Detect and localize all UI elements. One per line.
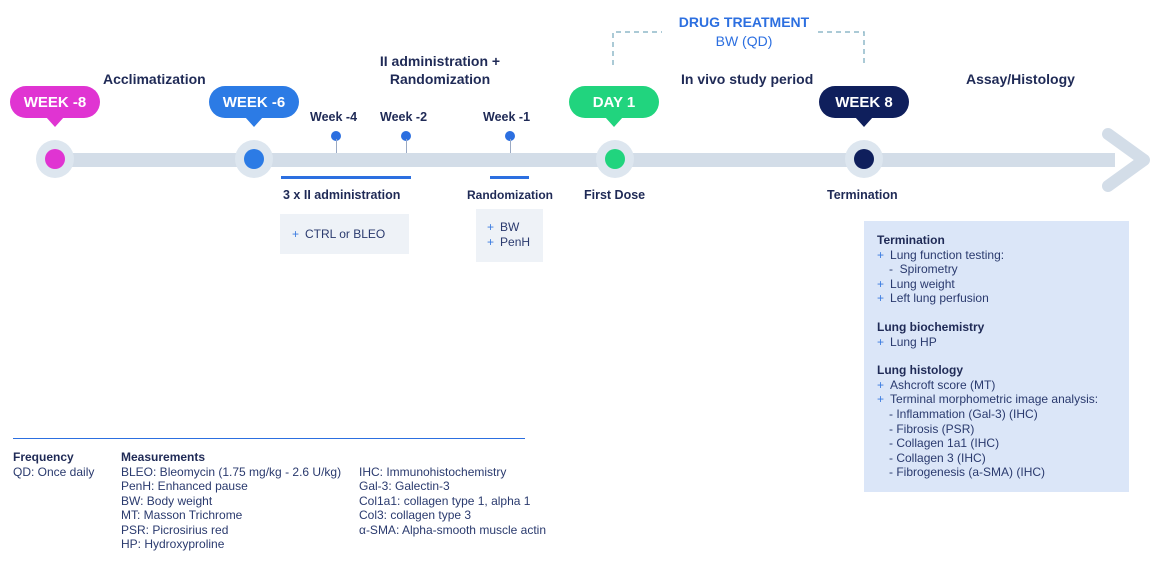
ii-admin-box: +CTRL or BLEO	[280, 214, 409, 254]
timeline-node-week-minus-8	[36, 140, 74, 178]
milestone-week-8: WEEK 8	[819, 86, 909, 127]
randomization-bar	[490, 176, 529, 179]
randomization-item-text: BW	[500, 220, 520, 234]
termination-label: Termination	[827, 188, 898, 202]
termination-item: +Lung function testing:	[877, 247, 1005, 262]
histology-subitem: - Collagen 1a1 (IHC)	[889, 436, 1000, 451]
first-dose-label: First Dose	[584, 188, 646, 202]
histology-subitem: - Fibrosis (PSR)	[889, 421, 975, 436]
phase-assay-histology: Assay/Histology	[966, 71, 1075, 87]
week-minus-2-dot	[401, 131, 411, 141]
randomization-item: +BW	[487, 220, 520, 234]
timeline-node-week-8	[845, 140, 883, 178]
termination-title: Termination	[877, 233, 945, 247]
measurement-item: HP: Hydroxyproline	[121, 537, 225, 551]
histology-item-text: Terminal morphometric image analysis:	[890, 392, 1099, 407]
week-minus-2-label: Week -2	[380, 110, 428, 124]
randomization-item-text: PenH	[500, 235, 531, 249]
milestone-day-1: DAY 1	[569, 86, 659, 127]
measurement-item: Col3: collagen type 3	[359, 508, 472, 522]
termination-item: +Lung weight	[877, 276, 955, 291]
week-minus-1-dot	[505, 131, 515, 141]
measurement-item: BLEO: Bleomycin (1.75 mg/kg - 2.6 U/kg)	[121, 464, 342, 479]
week-minus-1-label: Week -1	[483, 110, 531, 124]
week-minus-4-label: Week -4	[310, 110, 358, 124]
termination-item-text: Lung weight	[890, 276, 955, 291]
legend-frequency: Frequency QD: Once daily	[13, 450, 94, 479]
phase-ii-line2: Randomization	[389, 71, 491, 87]
biochem-title: Lung biochemistry	[877, 319, 985, 334]
ii-admin-label: 3 x II administration	[283, 188, 401, 202]
biochem-item-text: Lung HP	[890, 334, 937, 349]
ii-admin-bar	[281, 176, 411, 179]
measurement-item: BW: Body weight	[121, 493, 213, 508]
timeline-arrow	[55, 128, 1150, 192]
measurements-title: Measurements	[121, 450, 206, 464]
phase-acclimatization: Acclimatization	[103, 71, 206, 87]
measurement-item: IHC: Immunohistochemistry	[359, 464, 507, 479]
measurement-item: Gal-3: Galectin-3	[359, 479, 450, 493]
phase-in-vivo: In vivo study period	[681, 71, 814, 87]
week-minus-1-tick	[510, 139, 511, 153]
histology-subitem: - Fibrogenesis (a-SMA) (IHC)	[889, 465, 1046, 480]
measurement-item: MT: Masson Trichrome	[121, 508, 243, 522]
legend-measurements-col2: IHC: Immunohistochemistry Gal-3: Galecti…	[359, 465, 546, 538]
termination-item: +Left lung perfusion	[877, 291, 989, 306]
frequency-item: QD: Once daily	[13, 464, 95, 479]
histology-subitem-text: Collagen 3 (IHC)	[896, 450, 986, 465]
ii-admin-item: +CTRL or BLEO	[292, 227, 386, 241]
measurement-item: Col1a1: collagen type 1, alpha 1	[359, 493, 531, 508]
week-minus-4-tick	[336, 139, 337, 153]
histology-item-text: Ashcroft score (MT)	[890, 377, 996, 392]
termination-item-text: Left lung perfusion	[890, 291, 989, 306]
week-minus-4-dot	[331, 131, 341, 141]
histology-subitem: - Inflammation (Gal-3) (IHC)	[889, 406, 1038, 421]
termination-subitem-text: Spirometry	[899, 262, 958, 277]
phase-ii-administration: II administration + Randomization	[360, 52, 520, 88]
histology-subitem: - Collagen 3 (IHC)	[889, 450, 986, 465]
drug-treatment-label: DRUG TREATMENT BW (QD)	[664, 13, 824, 51]
histology-item: +Ashcroft score (MT)	[877, 377, 996, 392]
termination-panel: Termination +Lung function testing: - Sp…	[864, 221, 1129, 492]
histology-subitem-text: Fibrogenesis (a-SMA) (IHC)	[896, 465, 1046, 480]
measurement-item: α-SMA: Alpha-smooth muscle actin	[359, 522, 547, 537]
histology-subitem-text: Collagen 1a1 (IHC)	[896, 436, 1000, 451]
randomization-item: +PenH	[487, 235, 531, 249]
milestone-week-minus-6: WEEK -6	[209, 86, 299, 127]
phase-ii-line1: II administration +	[379, 53, 501, 69]
drug-treatment-title: DRUG TREATMENT	[678, 14, 810, 30]
termination-item-text: Lung function testing:	[890, 247, 1005, 262]
measurement-item: PSR: Picrosirius red	[121, 522, 229, 537]
histology-title: Lung histology	[877, 363, 963, 378]
drug-treatment-bracket	[612, 31, 865, 65]
legend-divider	[13, 438, 525, 439]
ii-admin-item-text: CTRL or BLEO	[305, 227, 386, 241]
histology-item: +Terminal morphometric image analysis:	[877, 392, 1099, 407]
randomization-label: Randomization	[467, 188, 553, 202]
legend-measurements: Measurements BLEO: Bleomycin (1.75 mg/kg…	[121, 450, 341, 552]
histology-subitem-text: Inflammation (Gal-3) (IHC)	[896, 406, 1038, 421]
frequency-title: Frequency	[13, 450, 74, 464]
biochem-item: +Lung HP	[877, 334, 937, 349]
randomization-box: +BW +PenH	[476, 209, 543, 262]
milestone-week-minus-8: WEEK -8	[10, 86, 100, 127]
drug-treatment-subtitle: BW (QD)	[715, 33, 773, 49]
measurement-item: PenH: Enhanced pause	[121, 479, 248, 493]
termination-subitem: - Spirometry	[889, 262, 958, 277]
week-minus-2-tick	[406, 139, 407, 153]
histology-subitem-text: Fibrosis (PSR)	[896, 421, 975, 436]
timeline-node-week-minus-6	[235, 140, 273, 178]
timeline-node-day-1	[596, 140, 634, 178]
